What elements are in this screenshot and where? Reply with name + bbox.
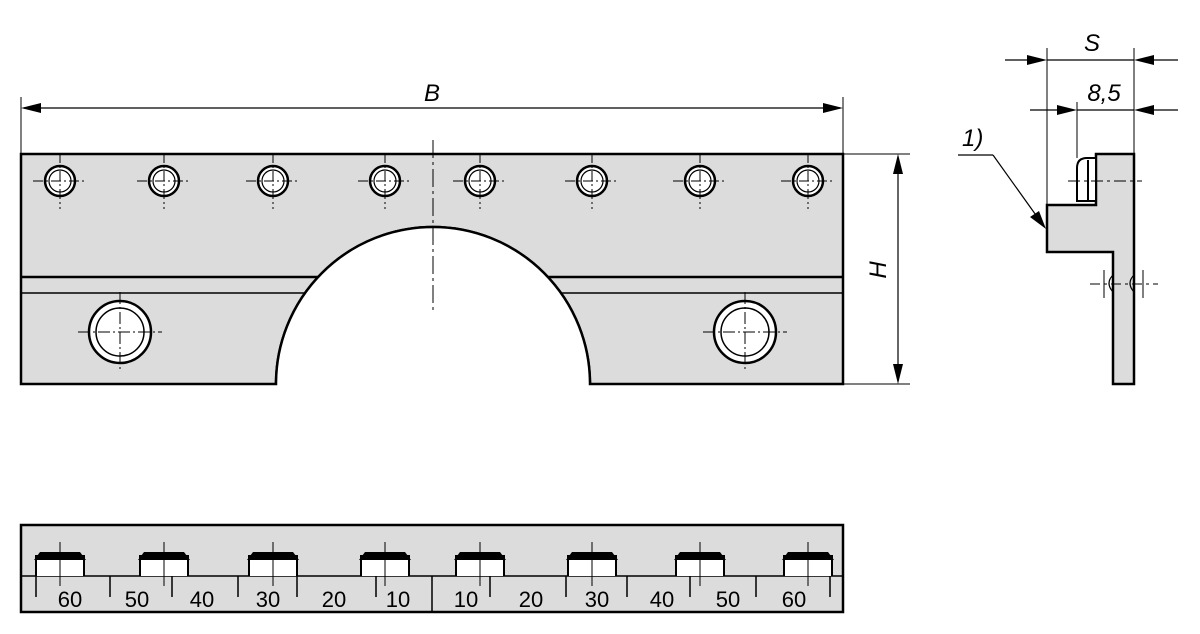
width-arrow-right [823, 103, 843, 113]
screw-profile-7 [674, 542, 726, 586]
height-dimension: H [843, 153, 910, 385]
scale-label: 40 [650, 587, 674, 612]
scale-label: 60 [782, 587, 806, 612]
scale-label: 30 [256, 587, 280, 612]
screw-profile-5 [454, 542, 506, 586]
scale-label: 20 [322, 587, 346, 612]
mounting-hole-1 [33, 153, 87, 209]
scale-label: 50 [125, 587, 149, 612]
thickness-dimension: S [1005, 30, 1178, 205]
scale-ticks [35, 576, 831, 597]
screw-profiles [34, 542, 834, 586]
thickness-arrow-right [1134, 55, 1154, 65]
scale-label: 10 [386, 587, 410, 612]
width-label: B [424, 80, 440, 107]
scale-label: 40 [190, 587, 214, 612]
height-label: H [865, 261, 892, 279]
offset-dimension: 8,5 [1030, 80, 1178, 158]
height-arrow-bottom [893, 364, 903, 384]
note-marker-label: 1) [962, 125, 983, 152]
scale-labels: 60 50 40 30 20 10 10 20 30 40 50 60 [58, 587, 806, 612]
screw-profile-2 [138, 542, 190, 586]
screw-profile-3 [247, 542, 299, 586]
offset-arrow-right [1134, 105, 1154, 115]
width-dimension: B [20, 80, 844, 154]
screw-profile-6 [566, 542, 618, 586]
mounting-hole-5 [453, 153, 507, 209]
screw-profile-4 [359, 542, 411, 586]
scale-label: 30 [585, 587, 609, 612]
thickness-arrow-left [1027, 55, 1047, 65]
offset-label: 8,5 [1087, 80, 1121, 107]
mounting-hole-8 [781, 153, 835, 209]
counterbore-hole-2 [703, 292, 787, 372]
width-arrow-left [21, 103, 41, 113]
mounting-hole-3 [246, 153, 300, 209]
scale-label: 60 [58, 587, 82, 612]
side-view [1045, 152, 1158, 386]
side-view-screw-head [1076, 157, 1097, 202]
mounting-hole-7 [673, 153, 727, 209]
mounting-hole-2 [137, 153, 191, 209]
scale-label: 20 [519, 587, 543, 612]
scale-label: 10 [454, 587, 478, 612]
front-view [19, 140, 845, 386]
screw-profile-8 [782, 542, 834, 586]
note-callout: 1) [958, 125, 1046, 229]
note-leader-arrow [1030, 211, 1046, 229]
bottom-view: 60 50 40 30 20 10 10 20 30 40 50 60 [19, 523, 845, 614]
thickness-label: S [1084, 30, 1100, 57]
screw-profile-1 [34, 542, 86, 586]
mounting-holes [33, 153, 835, 209]
mounting-hole-6 [565, 153, 619, 209]
height-arrow-top [893, 154, 903, 174]
scale-label: 50 [716, 587, 740, 612]
mounting-hole-4 [358, 153, 412, 209]
offset-arrow-left [1057, 105, 1077, 115]
counterbore-hole-1 [78, 292, 162, 372]
counterbore-holes [78, 292, 787, 372]
